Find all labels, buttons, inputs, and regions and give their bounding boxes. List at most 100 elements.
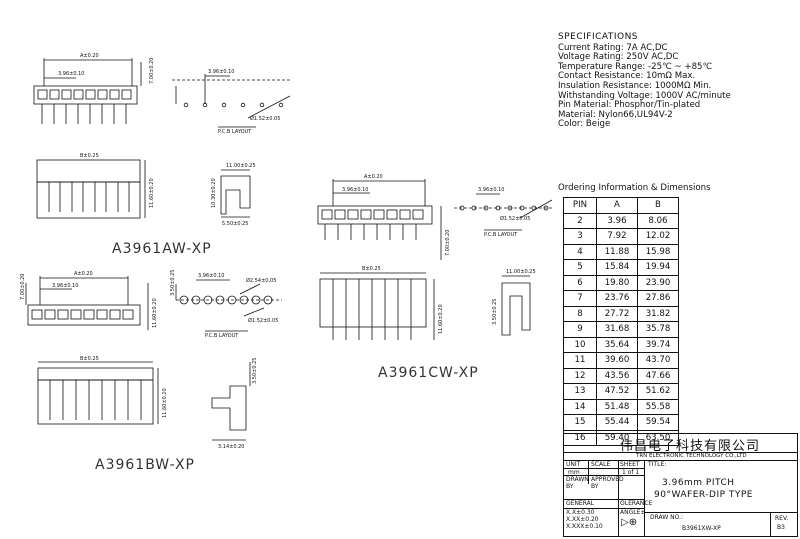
cw-dim-b: B±0.25 [362,266,381,272]
dim-a-cell: 11.88 [596,243,638,260]
dim-a-cell: 55.44 [596,414,638,431]
bw-dim-pitch: 3.96±0.10 [52,283,78,289]
cw-side-view [501,275,531,336]
dim-b-cell: 31.82 [637,305,679,322]
pin-cell: 3 [563,228,597,245]
dim-a-cell: 51.48 [596,398,638,415]
spec-line: Contact Resistance: 10mΩ Max. [558,71,696,82]
draw-no: B3961XW-XP [682,525,721,532]
pin-cell: 9 [563,321,597,338]
rev-label: REV. [775,515,789,522]
dim-b-cell: 15.98 [637,243,679,260]
company-name-cn: 伟昌电子科技有限公司 [620,439,761,454]
drawing-title-line2: 90°WAFER-DIP TYPE [654,490,753,500]
aw-top-view [36,159,146,219]
cw-dim-a: A±0.20 [364,174,383,180]
spec-line: Withstanding Voltage: 1000V AC/minute [558,90,731,101]
title-label: TITLE: [648,461,667,468]
pin-cell: 15 [563,414,597,431]
cw-view-label: A3961CW-XP [378,365,479,381]
bw-dim-1160: 11.60±0.20 [152,298,158,328]
drawing-title-line1: 3.96mm PITCH [662,478,735,488]
cw-dim-11: 11.00±0.25 [506,269,536,275]
scale-label: SCALE [591,461,611,468]
cw-pcb-layout [454,193,553,231]
bw-pcb-layout [175,279,282,332]
rev-value: B3 [777,524,785,531]
cw-pcb-hole: Ø1.52±0.05 [500,215,530,222]
specifications: SPECIFICATIONS Current Rating: 7A AC,DC … [558,32,731,130]
cw-dim-height: 7.00±0.20 [445,230,451,256]
pin-cell: 5 [563,259,597,276]
dim-b-cell: 35.78 [637,321,679,338]
aw-front-view [33,58,142,124]
general-label: GENERAL [566,500,595,507]
bw-dim-1160-side: 11.60±0.20 [162,388,168,418]
tolerance-1: X.X±0.30 [566,509,595,516]
angle-label: ANGLE± [620,509,646,516]
bw-pcb-hole: Ø1.52±0.05 [248,317,278,324]
bw-pcb-pitch: 3.96±0.10 [198,273,224,279]
pin-cell: 2 [563,212,597,229]
dim-b-cell: 12.02 [637,228,679,245]
title-block: 伟昌电子科技有限公司 TRN ELECTRONIC TECHNOLOGY CO.… [563,433,798,537]
dim-a-cell: 19.80 [596,274,638,291]
cw-dim-350: 3.50±0.25 [492,299,498,325]
dim-b-cell: 47.66 [637,367,679,384]
dim-a-cell: 23.76 [596,290,638,307]
dim-b-cell: 55.58 [637,398,679,415]
bw-view-label: A3961BW-XP [95,457,195,473]
dim-a-cell: 15.84 [596,259,638,276]
dim-a-cell: 3.96 [596,212,638,229]
drawn-by-label: DRAWN BY [566,476,589,490]
pin-cell: 8 [563,305,597,322]
spec-line: Current Rating: 7A AC,DC [558,42,668,53]
pin-cell: 14 [563,398,597,415]
column-header: B [637,197,679,214]
bw-front-view [25,276,149,330]
bw-dim-a: A±0.20 [74,271,93,277]
sheet-label: SHEET [620,461,640,468]
aw-dim-b: B±0.25 [80,153,99,159]
bw-dim-350-side: 3.50±0.25 [252,358,258,384]
dim-b-cell: 27.86 [637,290,679,307]
specifications-heading: SPECIFICATIONS [558,32,639,42]
aw-dim-a: A±0.20 [80,53,99,59]
sheet-value: 1 of 1 [622,469,640,476]
bw-dim-height: 7.00±0.20 [20,274,26,300]
spec-line: Color: Beige [558,119,611,130]
dim-a-cell: 47.52 [596,383,638,400]
cw-dim-1160: 11.60±0.20 [438,304,444,334]
column-header: PIN [563,197,597,214]
spec-line: Material: Nylon66,UL94V-2 [558,109,673,120]
aw-dim-height: 7.00±0.20 [149,58,155,84]
dim-b-cell: 59.54 [637,414,679,431]
aw-dim-550: 5.50±0.25 [222,221,248,227]
aw-dim-1030: 10.30±0.20 [211,178,217,208]
bw-pcb-350: 3.50±0.25 [170,270,176,296]
dim-b-cell: 23.90 [637,274,679,291]
aw-pcb-layout [172,74,292,128]
dim-a-cell: 31.68 [596,321,638,338]
column-header: A [596,197,638,214]
unit-label: UNIT [566,461,581,468]
dim-a-cell: 35.64 [596,336,638,353]
aw-pcb-label: P.C.B LAYOUT [218,129,252,135]
bw-pcb-hole2: Ø2.54±0.05 [246,277,276,284]
cw-top-view [319,272,435,340]
tolerance-2: X.XX±0.20 [566,516,599,523]
dim-a-cell: 39.60 [596,352,638,369]
approved-by-label: APPROVED BY [591,476,624,490]
aw-dim-pitch: 3.96±0.10 [58,71,84,77]
aw-view-label: A3961AW-XP [112,241,212,257]
cw-dim-pitch: 3.96±0.10 [342,187,368,193]
